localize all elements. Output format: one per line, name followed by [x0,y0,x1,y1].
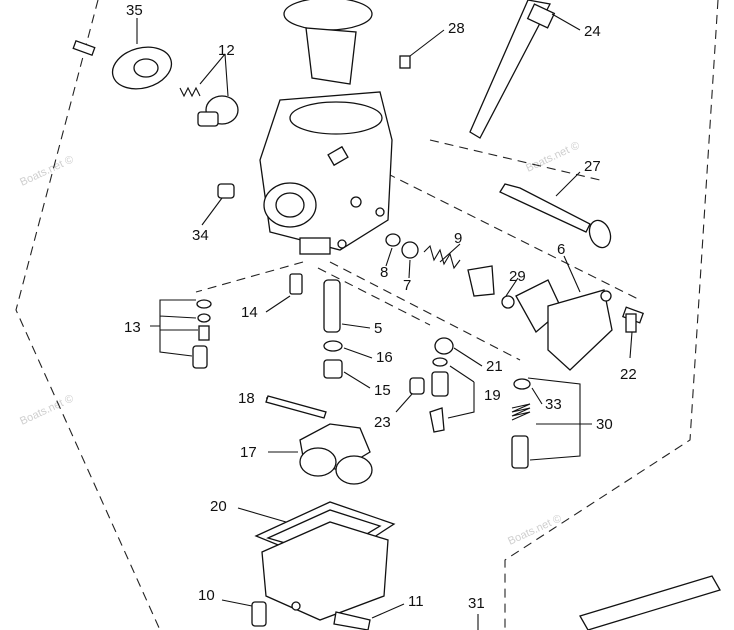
callout-14: 14 [241,304,258,321]
callout-6: 6 [557,241,565,258]
callout-8: 8 [380,264,388,281]
callout-34: 34 [192,227,209,244]
callout-16: 16 [376,349,393,366]
callout-17: 17 [240,444,257,461]
part-8-washer [385,233,401,247]
callout-22: 22 [620,366,637,383]
part-6-cover [515,279,645,371]
part-33-oring [513,378,531,390]
part-27-plunger [499,183,612,249]
callout-28: 28 [448,20,465,37]
watermark: Boats.net © [18,392,75,427]
callout-31: 31 [468,595,485,612]
assembly-axis [329,261,521,361]
callout-13: 13 [124,319,141,336]
part-23-jet [409,377,425,395]
assembly-boundary [15,0,719,630]
callout-21: 21 [486,358,503,375]
part-16-washer [323,340,343,352]
part-5-needle-jet [323,279,341,333]
part-35-cover [72,39,173,90]
part-29-screw [501,295,515,309]
callout-11: 11 [408,593,424,610]
callout-20: 20 [210,498,227,515]
callout-5: 5 [374,320,382,337]
assembly-axis [195,261,304,293]
part-21-cap [434,337,454,355]
part-12-spring [179,86,239,127]
callout-7: 7 [403,277,411,294]
part-10-drain-screw [251,601,267,627]
assembly-axis [359,159,641,301]
part-9-spring [423,244,461,270]
part-7-oring [401,241,419,259]
callout-18: 18 [238,390,255,407]
part-29-bracket [467,265,495,297]
part-18-pin [265,395,327,419]
part-13-pilot-screw-set [192,299,212,369]
part-30-spring [511,403,531,421]
part-19-float-valve [429,357,449,433]
leader-lines [136,13,633,630]
callout-10: 10 [198,587,215,604]
callout-35: 35 [126,2,143,19]
assembly-axis [317,267,431,326]
callout-12: 12 [218,42,235,59]
watermark: Boats.net © [506,512,563,547]
watermark: Boats.net © [18,153,75,188]
callout-19: 19 [484,387,501,404]
part-31-tube [579,575,721,630]
part-34-nut [217,183,235,199]
part-30-screw [511,435,529,469]
part-20-float-bowl [254,501,396,621]
part-15-jet [323,359,343,379]
part-11-screw [333,611,371,630]
callout-30: 30 [596,416,613,433]
part-17-float [299,423,373,485]
carburetor-body [259,91,393,255]
callout-33: 33 [545,396,562,413]
part-22-screw [625,313,637,333]
part-14-screw [289,273,303,295]
callout-23: 23 [374,414,391,431]
callout-29: 29 [509,268,526,285]
callout-9: 9 [454,230,462,247]
callout-24: 24 [584,23,601,40]
part-24-cable [469,0,556,139]
callout-15: 15 [374,382,391,399]
part-28-diaphragm [283,0,411,85]
callout-27: 27 [584,158,601,175]
